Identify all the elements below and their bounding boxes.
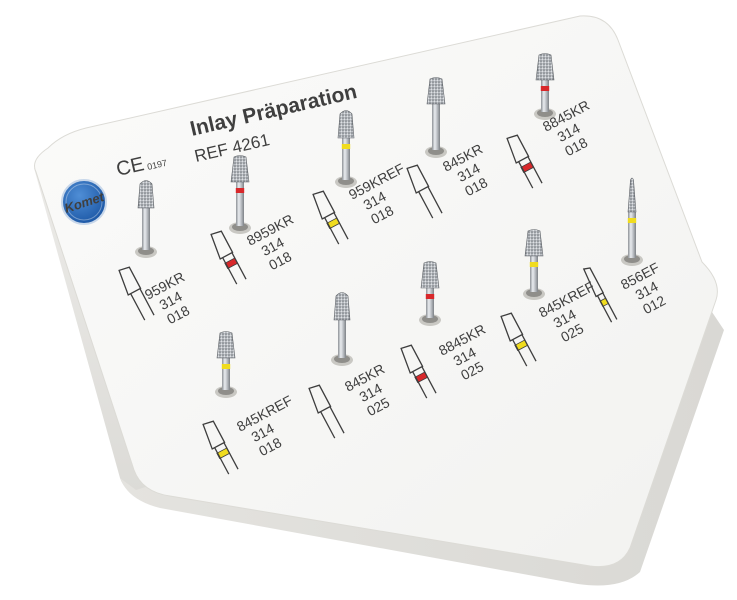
bur-shank bbox=[541, 80, 549, 112]
ce-number: 0197 bbox=[146, 158, 168, 172]
dental-bur bbox=[420, 261, 440, 318]
bur-diamond-head bbox=[535, 53, 555, 81]
bur-pictogram bbox=[308, 384, 345, 439]
bur-shank bbox=[222, 358, 230, 390]
bur-shank bbox=[338, 320, 346, 358]
dental-bur bbox=[535, 53, 555, 112]
bur-color-ring bbox=[221, 364, 231, 369]
bur-shank bbox=[426, 288, 434, 318]
bur-color-ring bbox=[627, 218, 637, 223]
bur-pictogram bbox=[506, 134, 543, 189]
bur-shank bbox=[530, 256, 538, 292]
bur-color-ring bbox=[341, 144, 351, 149]
bur-diamond-head bbox=[524, 229, 544, 257]
bur-diamond-head bbox=[216, 331, 236, 359]
komet-logo: Komet bbox=[61, 179, 107, 225]
bur-pictogram bbox=[400, 344, 437, 399]
bur-pictogram bbox=[202, 420, 239, 475]
bur-pictogram bbox=[500, 312, 537, 367]
bur-color-ring bbox=[425, 294, 435, 299]
bur-pictogram bbox=[210, 230, 247, 285]
bur-diamond-head bbox=[420, 261, 440, 289]
dental-bur bbox=[230, 155, 250, 226]
bur-pictogram bbox=[582, 267, 618, 323]
bur-diamond-head bbox=[337, 110, 355, 139]
bur-diamond-head bbox=[333, 292, 351, 321]
bur-diamond-head bbox=[426, 77, 446, 105]
bur-pictogram bbox=[118, 266, 155, 321]
bur-shank bbox=[432, 104, 440, 150]
bur-diamond-head bbox=[627, 177, 637, 213]
bur-diamond-head bbox=[137, 180, 155, 209]
bur-color-ring bbox=[529, 262, 539, 267]
bur-diamond-head bbox=[230, 155, 250, 183]
bur-color-ring bbox=[235, 188, 245, 193]
dental-bur bbox=[337, 110, 355, 180]
dental-bur bbox=[333, 292, 351, 358]
dental-bur bbox=[137, 180, 155, 250]
bur-shank bbox=[142, 208, 150, 250]
dental-bur bbox=[524, 229, 544, 292]
storage-box bbox=[34, 15, 724, 586]
dental-bur bbox=[426, 77, 446, 150]
bur-pictogram bbox=[312, 190, 349, 245]
bur-shank bbox=[628, 212, 636, 258]
bur-shank bbox=[236, 182, 244, 226]
dental-bur bbox=[627, 177, 637, 258]
bur-color-ring bbox=[540, 86, 550, 91]
bur-shank bbox=[342, 138, 350, 180]
dental-bur bbox=[216, 331, 236, 390]
bur-pictogram bbox=[406, 164, 443, 219]
